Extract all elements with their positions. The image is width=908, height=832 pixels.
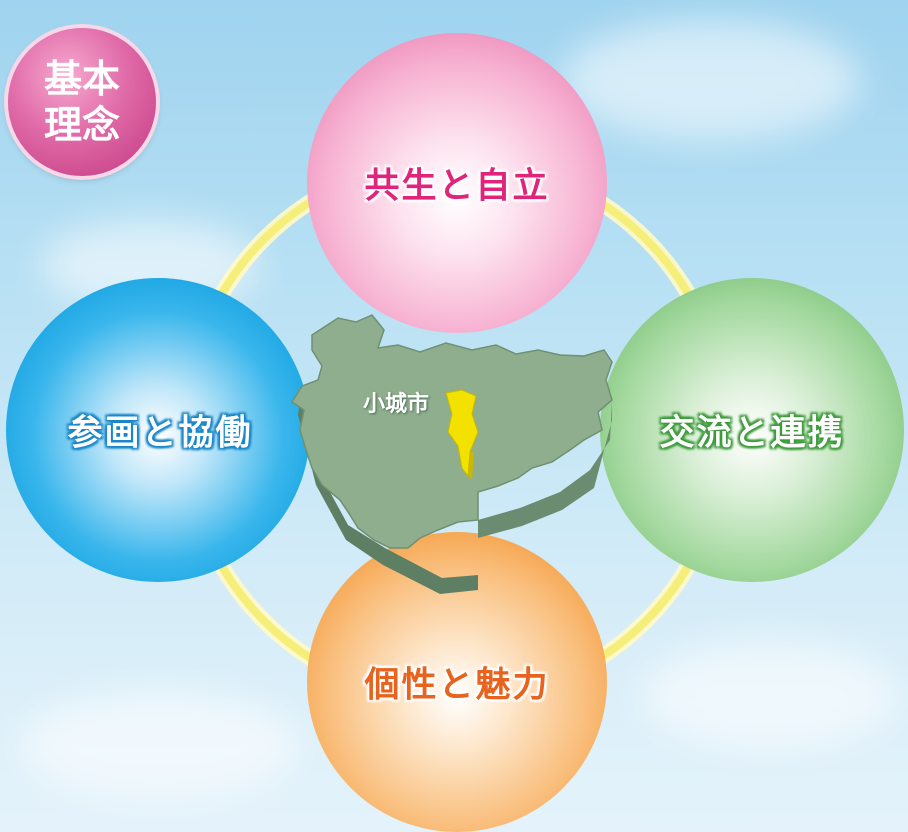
sphere-left xyxy=(6,278,310,582)
principle-top-label: 共生と自立 xyxy=(364,166,550,207)
badge-text: 基本理念 xyxy=(43,57,120,147)
sphere-right xyxy=(600,278,904,582)
cloud xyxy=(560,20,860,140)
badge-circle xyxy=(8,28,156,176)
principle-left-label: 参画と協働 xyxy=(67,413,253,454)
city-map xyxy=(290,314,613,594)
sphere-bottom xyxy=(307,532,607,832)
principle-bottom-label: 個性と魅力 xyxy=(364,665,550,706)
cloud xyxy=(640,640,900,750)
cloud xyxy=(20,690,300,800)
sphere-top xyxy=(307,33,607,333)
city-label: 小城市 xyxy=(362,392,430,417)
badge: 基本理念 xyxy=(8,28,156,176)
principle-right-label: 交流と連携 xyxy=(659,413,845,454)
